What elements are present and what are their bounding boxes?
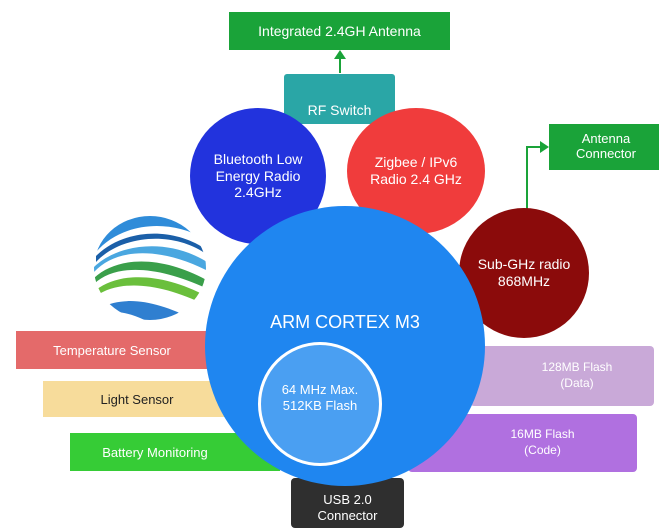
rf-switch-label: RF Switch <box>307 102 372 118</box>
antenna-connector-box: Antenna Connector <box>549 124 659 170</box>
flash-data-box: 128MB Flash (Data) <box>470 346 654 406</box>
subghz-radio-label: Sub-GHz radio 868MHz <box>477 256 571 289</box>
arrowhead-antenna <box>334 50 346 59</box>
bluetooth-radio-label: Bluetooth Low Energy Radio 2.4GHz <box>213 150 303 201</box>
integrated-antenna-label: Integrated 2.4GH Antenna <box>258 23 421 39</box>
zigbee-radio-label: Zigbee / IPv6 Radio 2.4 GHz <box>370 154 462 187</box>
integrated-antenna-box: Integrated 2.4GH Antenna <box>229 12 450 50</box>
inner-memory-label: 64 MHz Max. 512KB Flash <box>281 382 359 413</box>
battery-monitoring-box: Battery Monitoring <box>70 433 280 471</box>
battery-monitoring-label: Battery Monitoring <box>102 444 208 460</box>
arm-cortex-label: ARM CORTEX M3 <box>270 312 420 332</box>
arrow-subghz-to-connector <box>526 146 541 212</box>
flash-code-label: 16MB Flash (Code) <box>510 427 575 457</box>
temperature-sensor-label: Temperature Sensor <box>53 342 171 358</box>
bluetooth-radio-circle: Bluetooth Low Energy Radio 2.4GHz <box>190 108 326 244</box>
light-sensor-box: Light Sensor <box>43 381 241 417</box>
inner-memory-circle: 64 MHz Max. 512KB Flash <box>258 342 382 466</box>
usb-connector-box: USB 2.0 Connector <box>291 478 404 528</box>
arrowhead-connector <box>540 141 549 153</box>
antenna-connector-label: Antenna Connector <box>576 131 636 161</box>
flash-data-label: 128MB Flash (Data) <box>541 360 613 390</box>
light-sensor-label: Light Sensor <box>100 391 174 407</box>
temperature-sensor-box: Temperature Sensor <box>16 331 238 369</box>
rf-switch-box: RF Switch <box>284 74 395 124</box>
subghz-radio-circle: Sub-GHz radio 868MHz <box>459 208 589 338</box>
usb-connector-label: USB 2.0 Connector <box>317 492 378 523</box>
logo-icon <box>94 216 206 320</box>
